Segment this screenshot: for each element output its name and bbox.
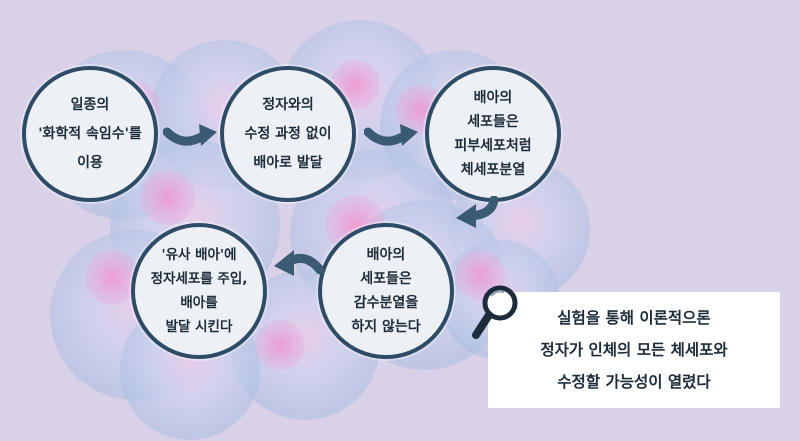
note-line: 실험을 통해 이론적으론 bbox=[557, 309, 711, 327]
step-text-line: 정자와의 bbox=[262, 96, 314, 113]
step-circle-3: 배아의 세포들은 피부세포처럼 체세포분열 bbox=[425, 66, 561, 202]
bg-nucleus bbox=[255, 320, 305, 370]
step-circle-1: 일종의 '화학적 속임수'를 이용 bbox=[22, 66, 158, 202]
step-text-line: 피부세포처럼 bbox=[454, 138, 532, 154]
step-text-line: 감수분열을 bbox=[353, 295, 419, 311]
conclusion-note: 실험을 통해 이론적으론 정자가 인체의 모든 체세포와 수정할 가능성이 열렸… bbox=[488, 292, 780, 408]
step-text-line: '화학적 속임수'를 bbox=[38, 125, 142, 142]
step-circle-4: 배아의 세포들은 감수분열을 하지 않는다 bbox=[318, 223, 454, 359]
curved-arrow-icon bbox=[456, 196, 498, 228]
step-text-line: 일종의 bbox=[70, 96, 110, 113]
step-circle-5: '유사 배아'에 정자세포를 주입, 배아를 발달 시킨다 bbox=[131, 223, 267, 359]
step-text-line: 발달 시킨다 bbox=[165, 319, 233, 335]
step-text-line: 정자세포를 주입, bbox=[150, 271, 248, 287]
step-text-line: 수정 과정 없이 bbox=[244, 125, 332, 142]
curved-arrow-icon bbox=[274, 250, 324, 276]
step-text-line: 배아의 bbox=[473, 90, 513, 106]
curved-arrow-icon bbox=[364, 124, 418, 146]
step-text-line: 배아로 발달 bbox=[253, 154, 323, 171]
step-text-line: 세포들은 bbox=[467, 114, 519, 130]
step-text-line: 세포들은 bbox=[360, 271, 412, 287]
step-circle-2: 정자와의 수정 과정 없이 배아로 발달 bbox=[220, 66, 356, 202]
step-text-line: 배아를 bbox=[180, 295, 218, 311]
note-line: 수정할 가능성이 열렸다 bbox=[557, 373, 711, 391]
bg-nucleus bbox=[85, 250, 140, 305]
magnifier-icon bbox=[472, 285, 518, 339]
step-text-line: 배아의 bbox=[366, 247, 406, 263]
step-text-line: 이용 bbox=[77, 154, 103, 171]
step-text-line: 하지 않는다 bbox=[351, 319, 421, 335]
step-text-line: 체세포분열 bbox=[460, 162, 526, 178]
bg-nucleus bbox=[140, 170, 195, 225]
step-text-line: '유사 배아'에 bbox=[161, 247, 237, 263]
curved-arrow-icon bbox=[163, 124, 217, 146]
note-line: 정자가 인체의 모든 체세포와 bbox=[540, 341, 728, 359]
